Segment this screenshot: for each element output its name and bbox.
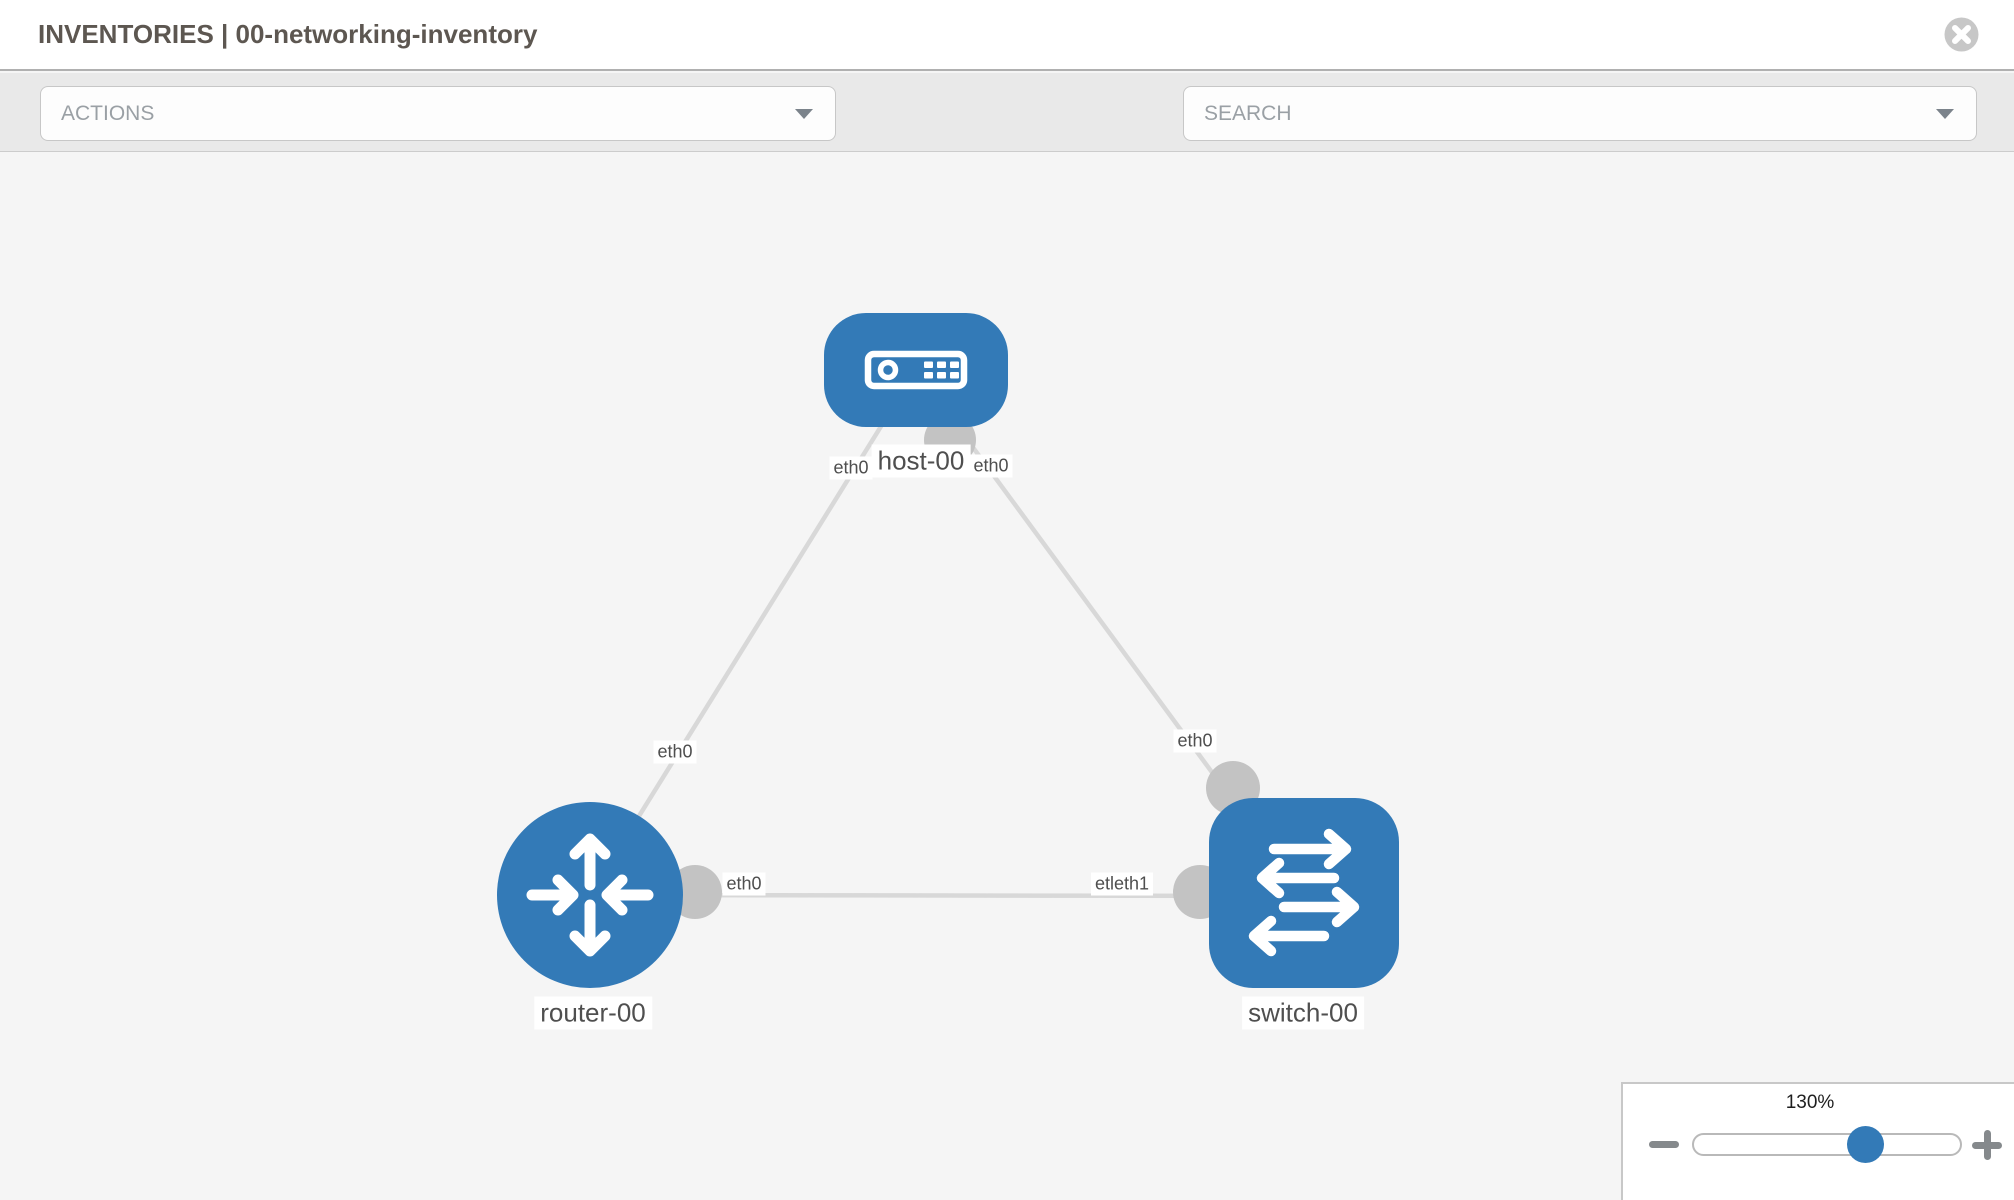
switch-icon <box>1248 828 1360 957</box>
search-input[interactable] <box>1184 87 1976 140</box>
toolbar: ACTIONS <box>0 73 2014 204</box>
topology-graph <box>497 313 1399 988</box>
interface-label: etleth1 <box>1090 872 1154 896</box>
link-endpoints <box>668 414 1260 919</box>
page-title: INVENTORIES | 00-networking-inventory <box>38 19 538 49</box>
node-label-switch-00: switch-00 <box>1242 996 1364 1030</box>
interface-label: eth0 <box>829 456 873 480</box>
interface-label: eth0 <box>653 740 697 764</box>
chevron-down-icon <box>1936 109 1954 119</box>
chevron-down-icon <box>795 109 813 119</box>
plus-icon[interactable] <box>1972 1130 2002 1160</box>
router-icon <box>526 833 654 957</box>
zoom-slider-handle[interactable] <box>1847 1126 1884 1163</box>
header: INVENTORIES | 00-networking-inventory <box>0 0 2014 71</box>
node-label-router-00: router-00 <box>534 996 652 1030</box>
interface-label: eth0 <box>969 454 1013 478</box>
actions-dropdown-label: ACTIONS <box>61 102 155 125</box>
node-switch-00[interactable] <box>1209 798 1399 988</box>
actions-dropdown[interactable]: ACTIONS <box>40 86 836 141</box>
minus-icon[interactable] <box>1649 1141 1679 1148</box>
interface-label: eth0 <box>1173 729 1217 753</box>
close-button[interactable] <box>1944 17 1979 52</box>
node-label-host-00: host-00 <box>871 444 971 478</box>
zoom-level-label: 130% <box>1785 1092 1835 1113</box>
server-icon <box>864 350 968 390</box>
node-host-00[interactable] <box>824 313 1008 427</box>
zoom-panel: 130% <box>1621 1082 2014 1200</box>
search-dropdown[interactable] <box>1183 86 1977 141</box>
interface-label: eth0 <box>722 872 766 896</box>
close-icon <box>1944 17 1979 52</box>
topology-canvas[interactable]: eth0 eth0 eth0 eth0 eth0 etleth1 host-00… <box>0 152 2014 1200</box>
node-router-00[interactable] <box>497 802 683 988</box>
zoom-slider-track[interactable] <box>1692 1126 1962 1163</box>
